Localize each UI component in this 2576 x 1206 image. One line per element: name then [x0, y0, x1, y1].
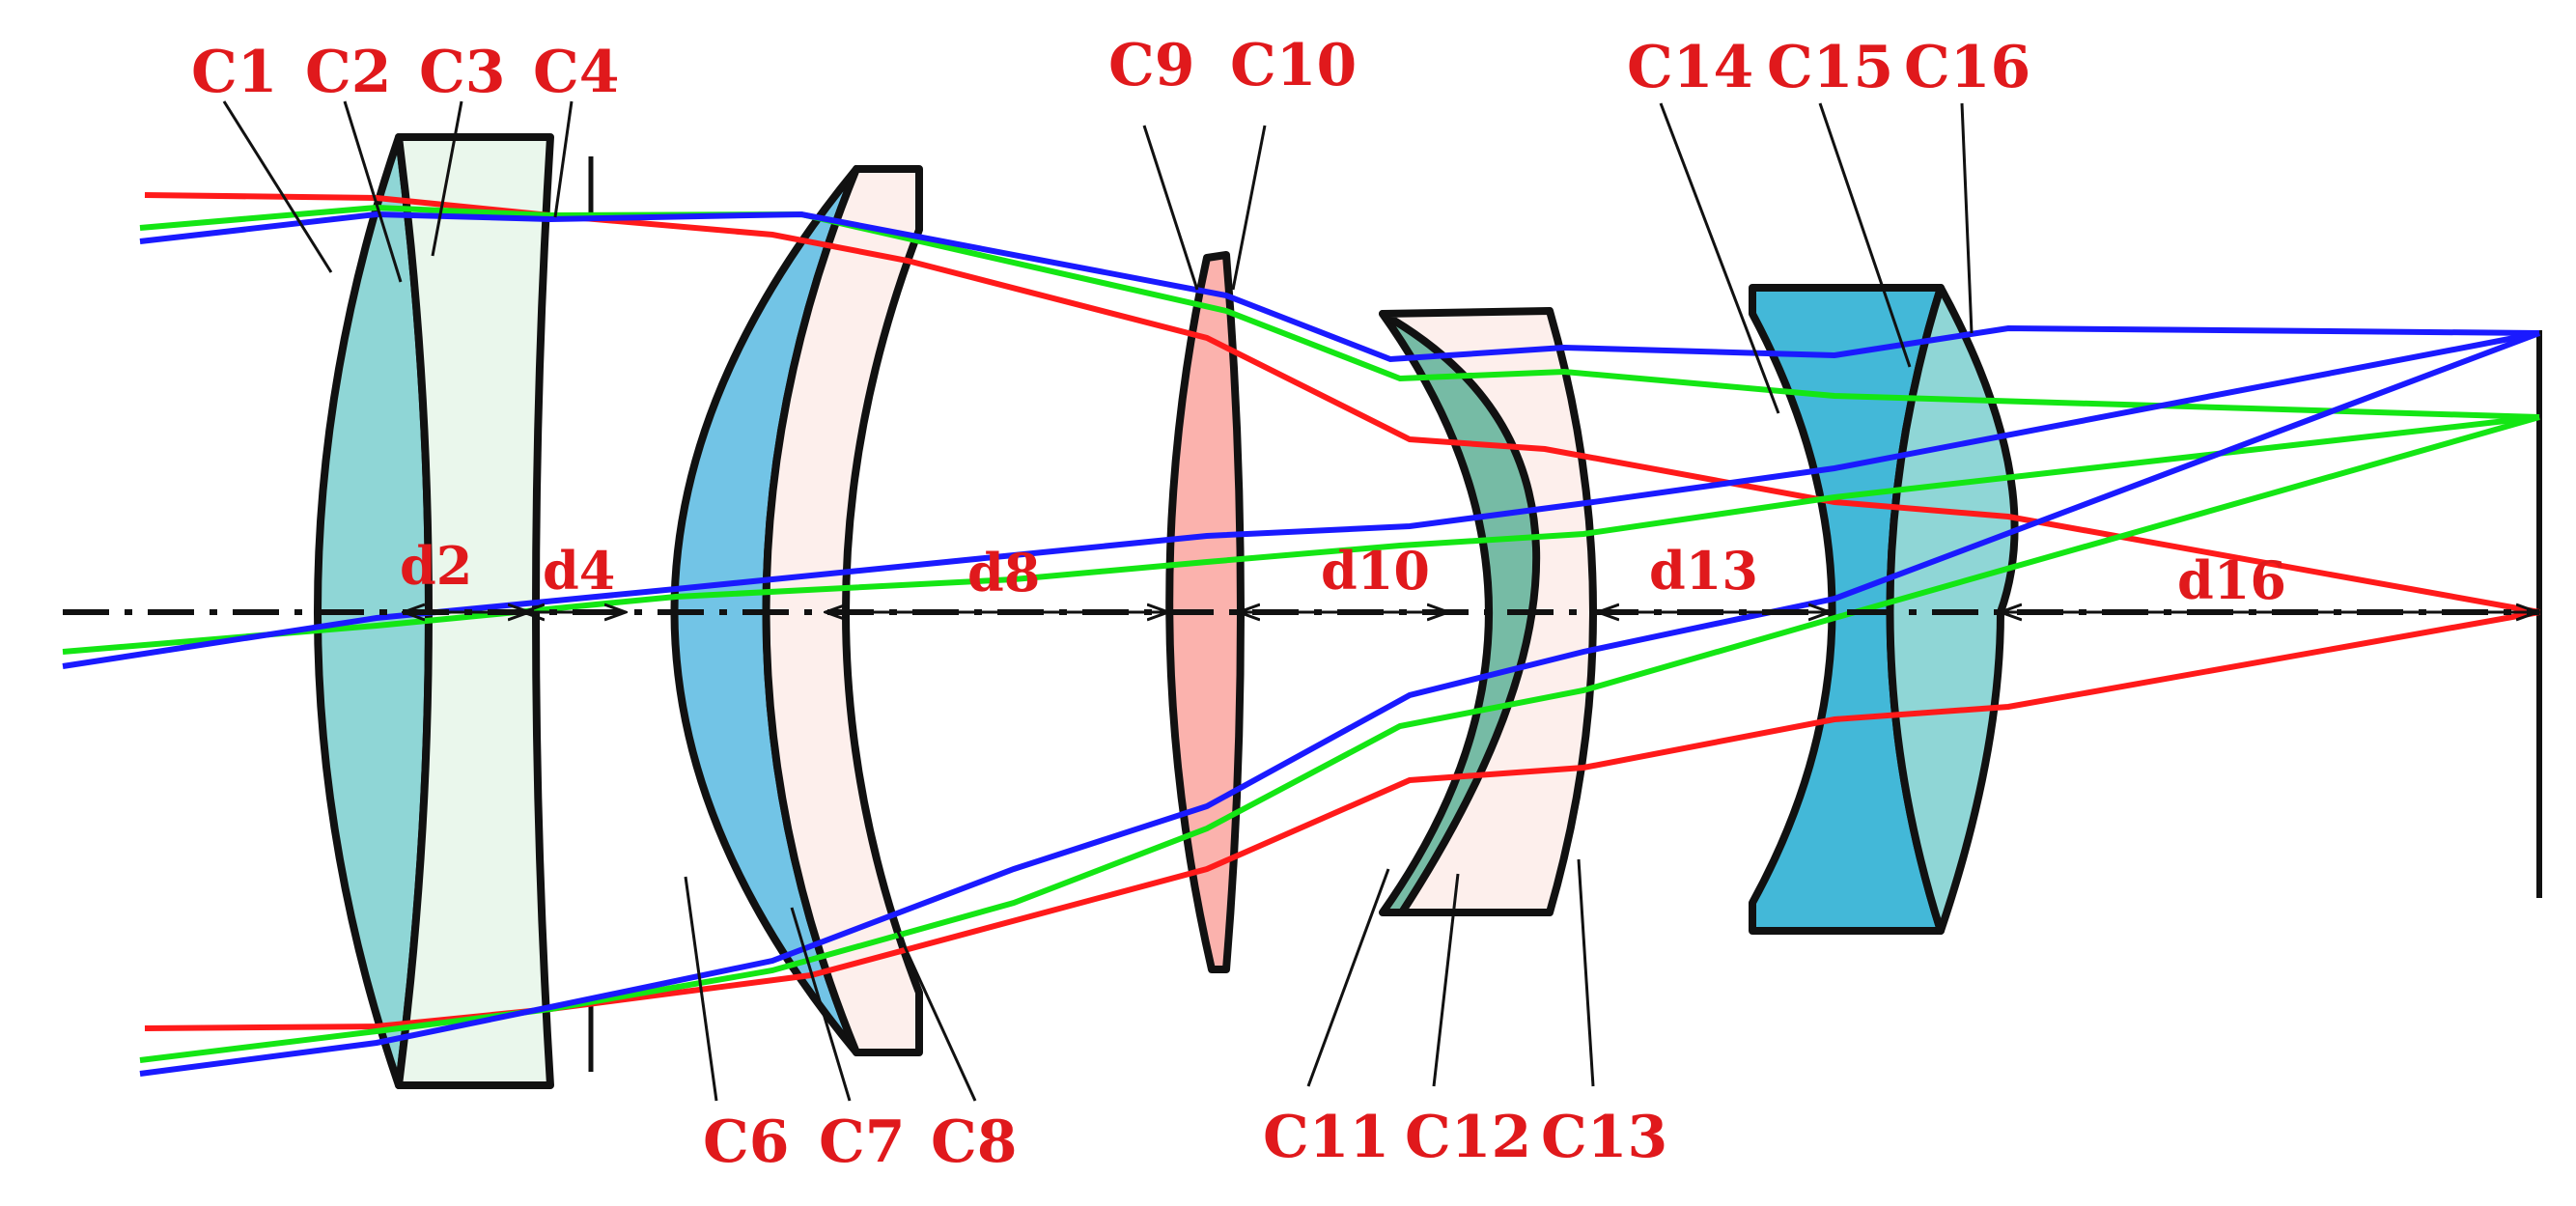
- label-c14: C14: [1627, 34, 1753, 101]
- label-d4: d4: [543, 540, 615, 602]
- label-d2: d2: [400, 535, 472, 597]
- leader-c2: [343, 100, 403, 283]
- ray-green-lower-marginal: [139, 414, 2540, 1063]
- label-c10: C10: [1230, 32, 1357, 99]
- leader-c13: [1577, 858, 1595, 1087]
- ray-blue-upper: [139, 210, 2540, 363]
- ray-green-upper: [139, 204, 2540, 420]
- leader-c15: [1818, 102, 1912, 368]
- leader-c4: [553, 100, 574, 218]
- leader-c7: [790, 907, 852, 1102]
- label-c11: C11: [1263, 1104, 1389, 1171]
- label-c16: C16: [1904, 34, 2030, 101]
- label-c1: C1: [191, 39, 278, 106]
- label-d8: d8: [967, 542, 1040, 603]
- label-d16: d16: [2177, 549, 2286, 611]
- leader-c11: [1306, 868, 1390, 1087]
- label-c15: C15: [1767, 34, 1893, 101]
- leader-c6: [684, 876, 718, 1102]
- leader-c1: [222, 100, 333, 273]
- label-c7: C7: [819, 1108, 906, 1176]
- label-c4: C4: [533, 39, 620, 106]
- label-c12: C12: [1405, 1104, 1531, 1171]
- label-d13: d13: [1649, 540, 1758, 602]
- label-c9: C9: [1108, 32, 1195, 99]
- leader-c10: [1231, 125, 1267, 291]
- label-c6: C6: [703, 1108, 790, 1176]
- label-c8: C8: [931, 1108, 1018, 1176]
- leader-c3: [431, 100, 463, 257]
- leader-c9: [1142, 125, 1199, 291]
- leader-c16: [1960, 102, 1974, 334]
- label-c13: C13: [1541, 1104, 1667, 1171]
- label-c2: C2: [305, 39, 392, 106]
- label-c3: C3: [419, 39, 506, 106]
- ray-red-upper: [144, 192, 2540, 615]
- leader-c14: [1659, 102, 1780, 414]
- label-d10: d10: [1321, 540, 1430, 602]
- leader-c8: [896, 931, 977, 1102]
- leader-c12: [1432, 873, 1460, 1087]
- ray-blue-lower-marginal: [139, 330, 2541, 1077]
